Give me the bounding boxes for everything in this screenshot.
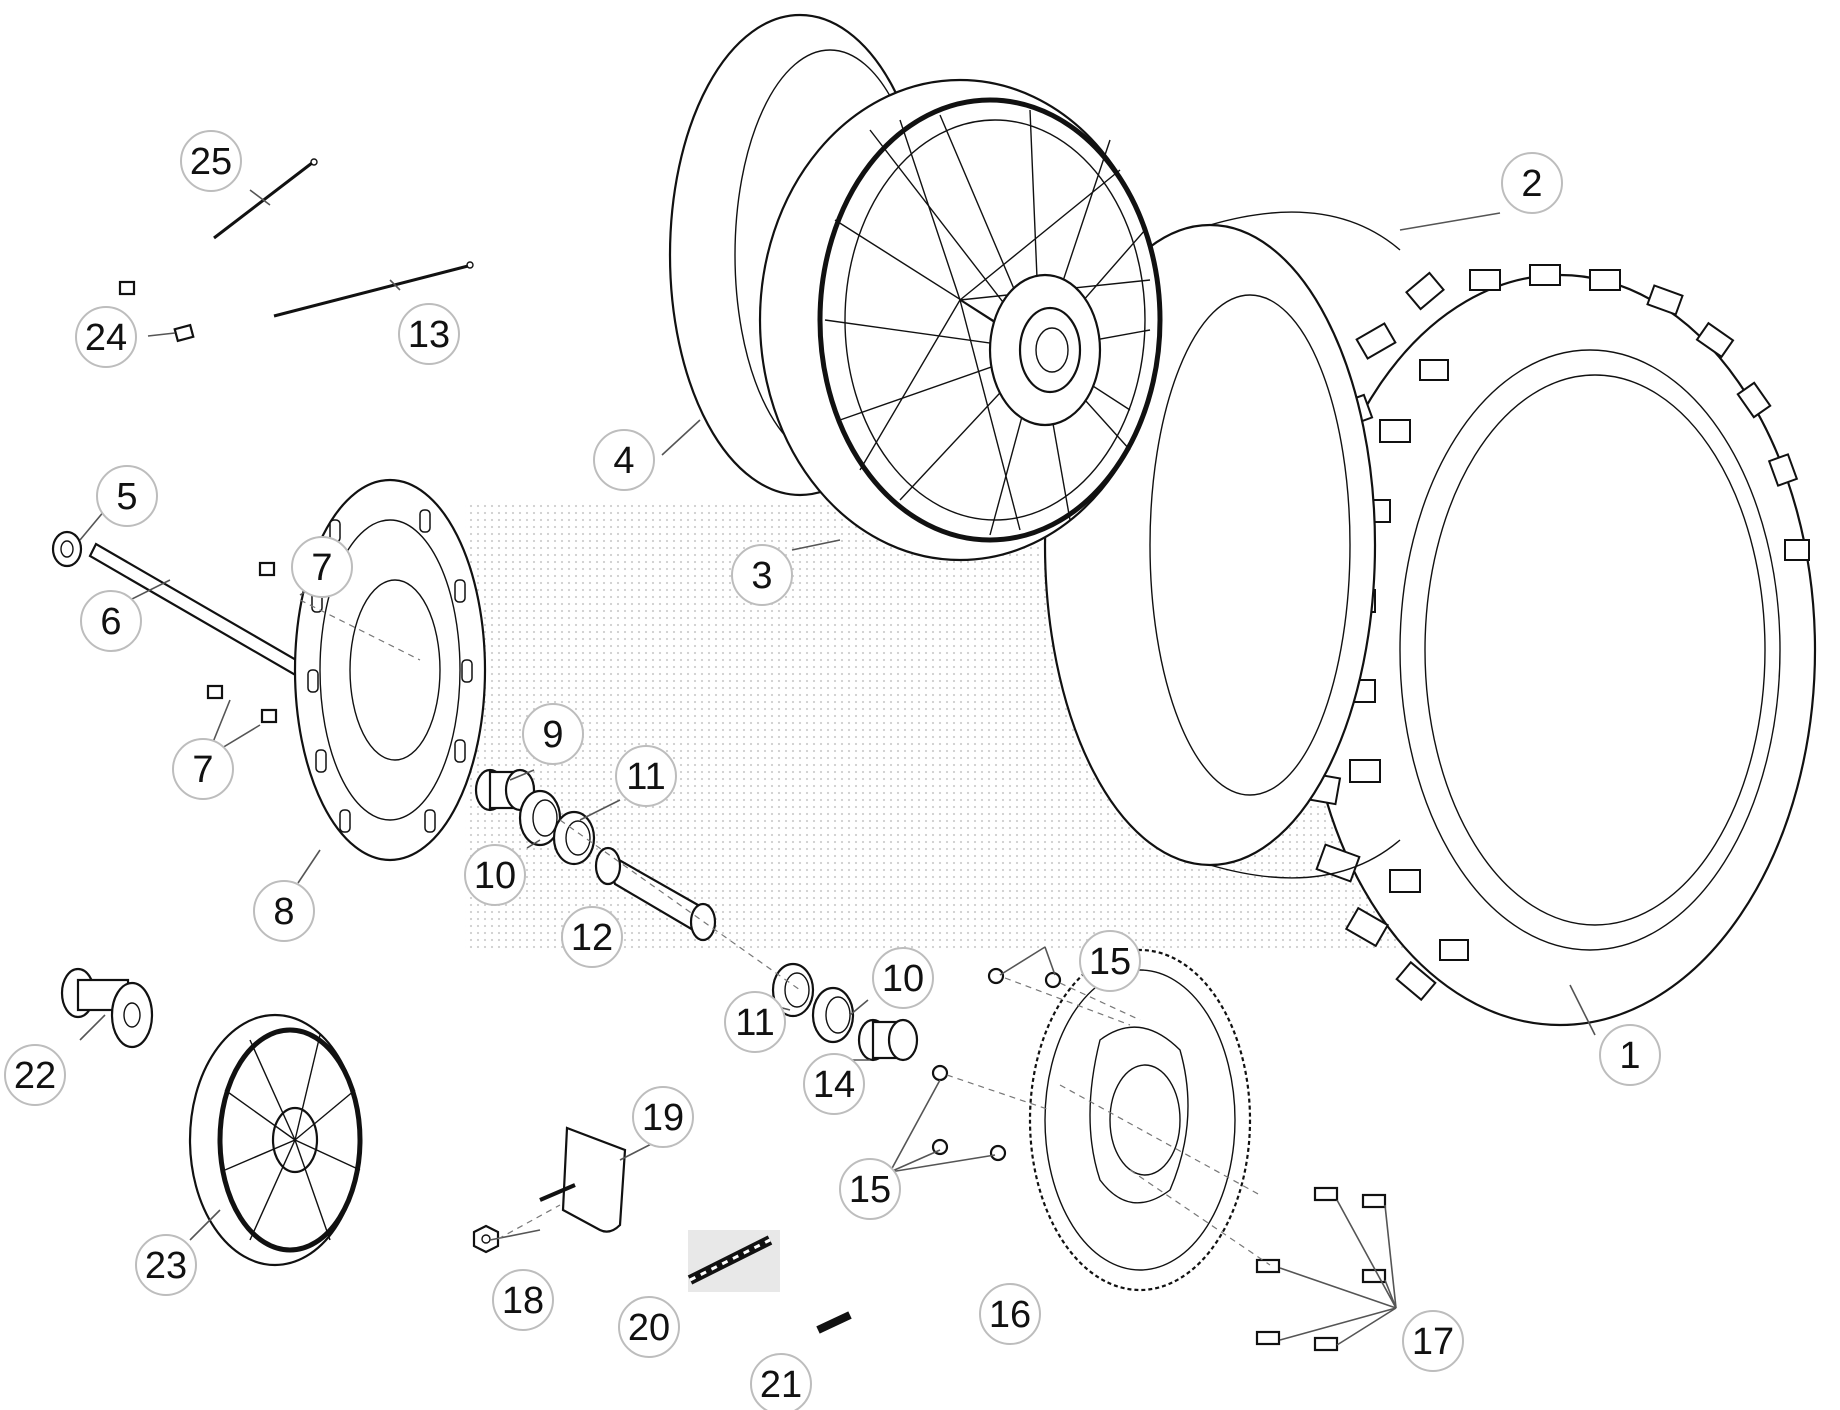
svg-text:13: 13 [408,314,450,356]
svg-text:3: 3 [751,555,772,597]
svg-text:10: 10 [882,958,924,1000]
bearing-right [771,962,815,1018]
bearing-left [552,810,596,866]
callout-19: 19 [632,1086,694,1148]
callout-11-top: 11 [615,745,677,807]
svg-text:5: 5 [116,476,137,518]
callout-8: 8 [253,880,315,942]
callout-5: 5 [96,465,158,527]
callout-4: 4 [593,429,655,491]
callout-11-bottom: 11 [724,991,786,1053]
svg-text:19: 19 [642,1097,684,1139]
spacer-right [857,1018,919,1062]
callout-25: 25 [180,130,242,192]
callout-17: 17 [1402,1310,1464,1372]
svg-text:10: 10 [474,855,516,897]
svg-text:17: 17 [1412,1321,1454,1363]
callout-18: 18 [492,1269,554,1331]
spoke-nipples [118,280,195,343]
svg-text:20: 20 [628,1307,670,1349]
callout-16: 16 [979,1283,1041,1345]
svg-text:16: 16 [989,1294,1031,1336]
svg-text:8: 8 [273,891,294,933]
svg-text:12: 12 [571,917,613,959]
spacer-tube [594,846,717,942]
callout-21: 21 [750,1353,812,1410]
callout-3: 3 [731,544,793,606]
callout-9: 9 [522,703,584,765]
svg-text:18: 18 [502,1280,544,1322]
callout-1: 1 [1599,1024,1661,1086]
callout-24: 24 [75,306,137,368]
callout-10-left: 10 [464,844,526,906]
sprocket-bolts [1255,1186,1387,1352]
svg-text:7: 7 [311,547,332,589]
callout-22: 22 [4,1044,66,1106]
svg-text:6: 6 [100,601,121,643]
leader-lines [79,189,1596,1346]
drive-chain [687,1230,780,1292]
svg-text:2: 2 [1521,163,1542,205]
svg-text:25: 25 [190,141,232,183]
svg-text:22: 22 [14,1055,56,1097]
wheel-hub [60,967,154,1049]
complete-wheel [188,1013,363,1267]
svg-text:11: 11 [735,1002,774,1044]
svg-text:9: 9 [542,714,563,756]
callout-6: 6 [80,590,142,652]
callout-15-top: 15 [1079,930,1141,992]
svg-text:21: 21 [760,1364,802,1406]
chain-adjuster [539,1126,627,1233]
callout-23: 23 [135,1234,197,1296]
adjuster-nut [472,1224,500,1254]
spoke-long [273,261,474,318]
svg-text:23: 23 [145,1245,187,1287]
callout-13: 13 [398,303,460,365]
svg-text:14: 14 [813,1064,855,1106]
callout-12: 12 [561,906,623,968]
callout-10-right: 10 [872,947,934,1009]
callout-7-bottom: 7 [172,738,234,800]
svg-text:15: 15 [1089,941,1131,983]
spacer-left [474,768,536,812]
spoked-wheel [758,78,1163,562]
callout-2: 2 [1501,152,1563,214]
svg-text:11: 11 [626,756,665,798]
svg-text:7: 7 [192,749,213,791]
callout-7-top: 7 [291,536,353,598]
svg-text:1: 1 [1619,1035,1640,1077]
master-link [816,1311,852,1334]
callout-15-bottom: 15 [839,1158,901,1220]
axle-nut [51,530,83,568]
callout-20: 20 [618,1296,680,1358]
seal-right [811,986,855,1044]
svg-text:4: 4 [613,440,634,482]
callout-14: 14 [803,1053,865,1115]
svg-text:15: 15 [849,1169,891,1211]
svg-text:24: 24 [85,317,127,359]
rear-sprocket [1028,948,1252,1292]
